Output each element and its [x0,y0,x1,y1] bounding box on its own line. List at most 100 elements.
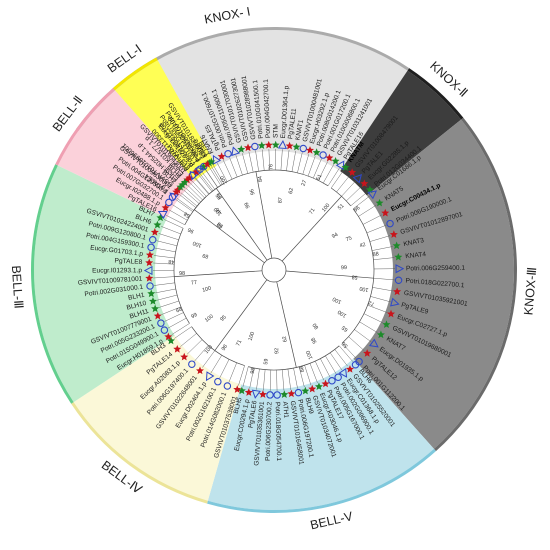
leaf-label: Potri.004G042700.1 [263,79,272,139]
leaf-label: GSVIVT01009781001 [78,275,143,286]
bootstrap-value: 99 [341,265,347,271]
leaf-label: BLH9 [303,397,314,415]
leaf-branch [298,366,305,388]
leaf-branch [194,178,209,195]
bootstrap-value: 29 [216,191,224,199]
bootstrap-value: 98 [216,220,224,228]
leaf-markers [143,140,405,399]
leaf-branch [163,219,184,229]
leaf-branch [223,160,233,180]
leaf-branch [327,168,340,186]
star-marker [394,252,403,261]
star-marker [233,385,242,393]
star-marker [392,241,401,250]
leaf-branch [323,164,334,184]
star-marker [151,304,160,313]
clade-label-bell3: BELL-Ⅲ [9,265,26,309]
leaf-branch [209,167,221,186]
bootstrap-value: 100 [202,286,212,294]
bootstrap-value: 98 [310,336,318,344]
bootstrap-value: 100 [359,285,369,293]
leaf-branch [280,149,283,171]
star-marker [207,157,216,166]
leaf-branch [174,326,192,339]
star-marker [306,146,314,154]
clade-link-bell3 [174,273,215,277]
triangle-marker [390,297,400,307]
triangle-marker [395,264,405,274]
bootstrap-value: 58 [183,210,191,218]
circle-marker [223,382,232,390]
bootstrap-value: 94 [331,232,339,240]
star-marker [156,213,165,222]
bootstrap-value: 70 [216,221,224,229]
triangle-marker [368,338,379,348]
circle-marker [334,373,342,382]
star-marker [196,366,204,375]
leaf-branch [269,369,272,391]
circle-marker [148,235,157,244]
star-marker [145,258,154,267]
bootstrap-value: 100 [204,344,214,355]
circle-marker [319,151,327,159]
leaf-branch [249,367,255,389]
circle-marker [328,377,336,385]
star-marker [185,173,194,182]
clade-stem-bell4 [238,279,268,319]
circle-marker [188,360,196,368]
bootstrap-value: 100 [219,175,229,186]
leaf-branch [235,155,243,176]
clade-label-bell5: BELL-V [309,509,355,532]
leaf-branch [334,349,348,367]
leaf-branch [341,180,356,197]
leaf-branch [194,345,209,362]
leaf-branch [268,149,271,171]
leaf-branch [153,262,175,265]
bootstrap-value: 99 [190,312,198,320]
leaf-branch [293,368,298,389]
bootstrap-value: 56 [341,340,349,348]
clade-ring-knox2 [407,68,464,120]
star-marker [325,153,334,162]
clade-stem-knox1 [262,210,273,259]
bootstrap-value: 76 [268,164,274,170]
leaf-branch [153,276,175,279]
triangle-marker [157,210,168,220]
star-marker [173,344,182,353]
star-marker [375,198,384,207]
star-marker [166,336,175,345]
leaf-label: PgTALE8 [114,257,142,266]
bootstrap-value: 84 [257,176,264,183]
leaf-branch [205,169,218,188]
leaf-label: ATH1 [281,401,289,418]
leaf-branch [183,189,200,204]
leaf-branch [286,149,290,171]
star-marker [331,157,340,165]
star-marker [244,143,253,152]
clade-sector-bell2 [57,90,196,219]
leaf-branch [369,235,391,242]
star-marker [314,382,323,391]
clade-link-knox2 [314,196,342,226]
leaf-branch [366,224,387,234]
clade-link-bell1 [215,188,240,222]
clade-sector-bell3 [33,165,175,403]
leaf-branch [248,151,254,173]
leaf-branch [242,153,249,174]
clade-link-bell4 [214,318,239,351]
triangle-marker [352,173,363,184]
star-marker [382,320,391,328]
leaf-branch [287,368,292,390]
clade-sector-knox2 [340,70,462,196]
circle-marker [146,282,154,290]
leaf-branch [158,233,179,241]
bootstrap-value: 48 [168,258,174,264]
triangle-marker [338,368,348,378]
leaf-branch [313,158,322,179]
circle-marker [273,391,281,399]
leaf-branch [331,170,344,189]
star-marker [237,145,246,153]
tree-branches [153,149,395,391]
clade-sectors [33,30,514,511]
circle-marker [160,326,169,334]
